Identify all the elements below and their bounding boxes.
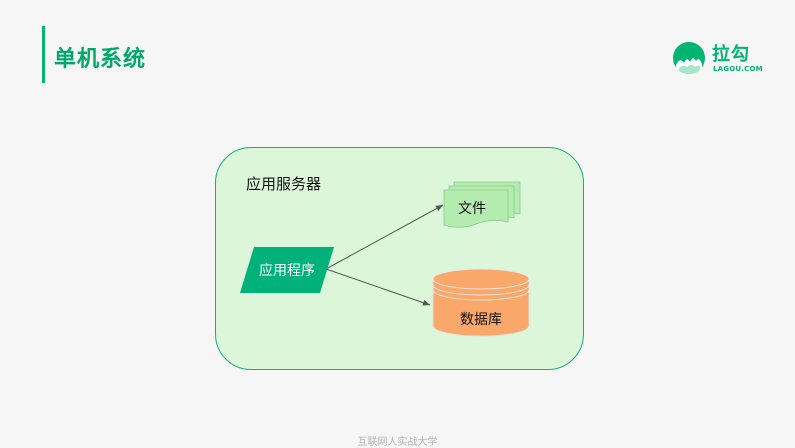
application-node [240,247,334,293]
logo-name: 拉勾 [712,44,750,65]
logo-mark-icon [673,42,705,74]
file-label: 文件 [458,201,486,217]
app-server-label: 应用服务器 [246,175,322,193]
slide-footer: 互联网人实战大学 [357,437,438,448]
slide-title: 单机系统 [54,47,147,72]
database-label: 数据库 [460,312,502,328]
database-node-icon [432,268,530,337]
title-accent-bar [42,26,45,83]
logo-subtitle: LAGOU.COM [713,65,763,73]
file-node-icon [443,181,521,228]
application-label: 应用程序 [259,263,315,279]
lagou-logo: 拉勾 LAGOU.COM [673,42,773,76]
